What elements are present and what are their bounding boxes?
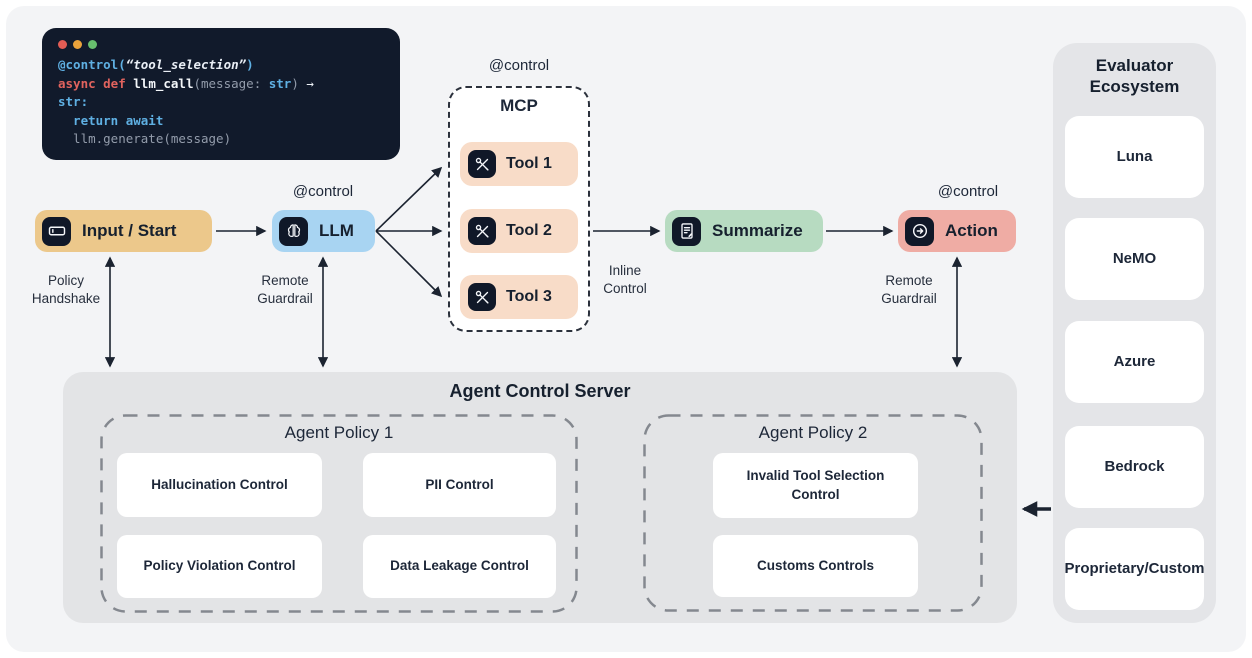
node-tool-2: Tool 2 xyxy=(460,209,578,253)
brain-icon xyxy=(279,216,308,246)
tool-label: Tool 2 xyxy=(506,222,552,239)
node-tool-1: Tool 1 xyxy=(460,142,578,186)
agent-control-server-title: Agent Control Server xyxy=(449,381,631,401)
control-card: PII Control xyxy=(363,453,556,517)
window-dot-yellow xyxy=(73,40,82,49)
mcp-title: MCP xyxy=(500,96,538,115)
code-line: @control(“tool_selection”) xyxy=(58,57,254,72)
edge-label-remote-guardrail-llm: Remote Guardrail xyxy=(257,273,313,306)
edge-label-remote-guardrail-action: Remote Guardrail xyxy=(881,273,937,306)
code-line: llm.generate(message) xyxy=(58,131,232,146)
node-summarize: Summarize xyxy=(665,210,823,252)
window-dot-green xyxy=(88,40,97,49)
node-label: LLM xyxy=(319,221,354,240)
control-card: Hallucination Control xyxy=(117,453,322,517)
edge-label-policy-handshake: Policy Handshake xyxy=(31,273,101,306)
tools-icon xyxy=(468,150,496,178)
control-label-mcp: @control xyxy=(488,57,550,74)
input-cursor-icon xyxy=(42,216,71,246)
agent-policy-2-border xyxy=(643,414,983,612)
tool-label: Tool 3 xyxy=(506,288,552,305)
evaluator-ecosystem-title: Evaluator Ecosystem xyxy=(1089,56,1180,97)
window-dot-red xyxy=(58,40,67,49)
tool-label: Tool 1 xyxy=(506,155,552,172)
control-card: Customs Controls xyxy=(713,535,918,597)
code-line: return await xyxy=(58,112,164,128)
control-card: Data Leakage Control xyxy=(363,535,556,598)
control-card: Invalid Tool Selection Control xyxy=(713,453,918,518)
code-line: str: xyxy=(58,94,89,109)
agent-policy-1-title: Agent Policy 1 xyxy=(284,423,394,442)
agent-policy-1-border xyxy=(100,414,578,613)
tools-icon xyxy=(468,283,496,311)
node-tool-3: Tool 3 xyxy=(460,275,578,319)
node-label: Input / Start xyxy=(82,221,177,240)
node-llm: LLM xyxy=(272,210,375,252)
tools-icon xyxy=(468,217,496,245)
node-label: Summarize xyxy=(712,221,803,240)
evaluator-item: Bedrock xyxy=(1065,426,1204,508)
evaluator-item: Proprietary/Custom xyxy=(1064,528,1205,610)
edge-label-inline-control: Inline Control xyxy=(603,263,647,296)
window-traffic-lights xyxy=(58,40,384,49)
control-label-llm: @control xyxy=(292,183,354,200)
arrow-right-circle-icon xyxy=(905,216,934,246)
evaluator-item: NeMO xyxy=(1065,218,1204,300)
code-line: async def llm_call(message: str) → xyxy=(58,75,314,91)
control-label-action: @control xyxy=(937,183,999,200)
code-snippet-window: @control(“tool_selection”) async def llm… xyxy=(42,28,400,160)
node-action: Action xyxy=(898,210,1016,252)
evaluator-item: Azure xyxy=(1065,321,1204,403)
control-card: Policy Violation Control xyxy=(117,535,322,598)
evaluator-item: Luna xyxy=(1065,116,1204,198)
node-input-start: Input / Start xyxy=(35,210,212,252)
node-label: Action xyxy=(945,221,998,240)
agent-policy-2-title: Agent Policy 2 xyxy=(758,423,868,442)
document-edit-icon xyxy=(672,216,701,246)
